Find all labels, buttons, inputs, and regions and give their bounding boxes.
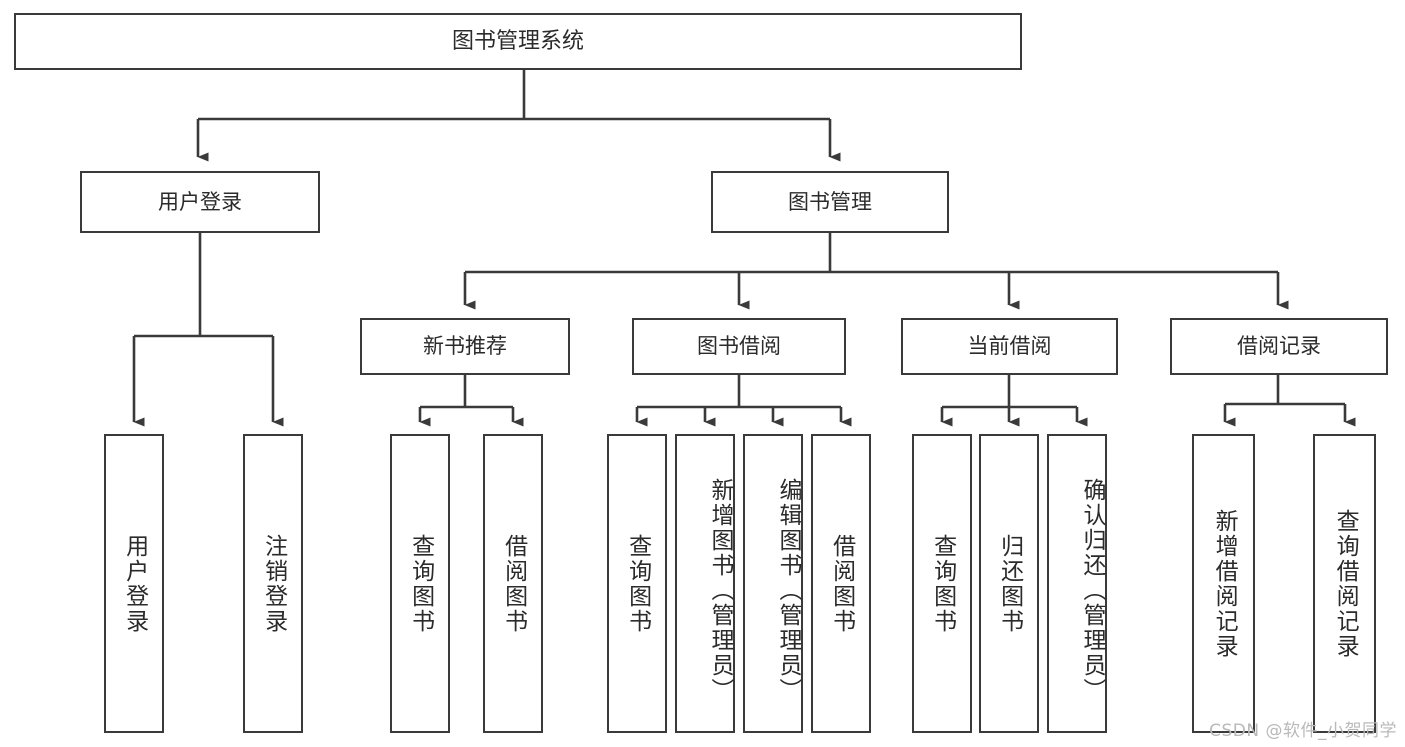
leaf-book-borrow-edit[interactable]: 编辑图书（管理员）	[743, 434, 803, 733]
leaf-book-borrow-query[interactable]: 查询图书	[607, 434, 667, 733]
leaf-book-borrow-borrow[interactable]: 借阅图书	[811, 434, 871, 733]
node-new-book-recommend[interactable]: 新书推荐	[360, 318, 570, 375]
node-book-borrow[interactable]: 图书借阅	[632, 318, 846, 375]
node-root-system[interactable]: 图书管理系统	[14, 13, 1022, 70]
leaf-user-login-logout[interactable]: 注销登录	[243, 434, 303, 733]
leaf-borrow-record-query[interactable]: 查询借阅记录	[1313, 434, 1376, 733]
leaf-book-borrow-add[interactable]: 新增图书（管理员）	[675, 434, 735, 733]
leaf-new-book-query[interactable]: 查询图书	[390, 434, 450, 733]
leaf-user-login-login[interactable]: 用户登录	[104, 434, 164, 733]
leaf-new-book-borrow[interactable]: 借阅图书	[483, 434, 543, 733]
node-current-borrow[interactable]: 当前借阅	[901, 318, 1118, 375]
node-book-management[interactable]: 图书管理	[711, 171, 949, 233]
leaf-current-borrow-confirm-return[interactable]: 确认归还（管理员）	[1047, 434, 1107, 733]
leaf-current-borrow-return[interactable]: 归还图书	[979, 434, 1039, 733]
leaf-borrow-record-add[interactable]: 新增借阅记录	[1192, 434, 1255, 733]
node-user-login[interactable]: 用户登录	[80, 171, 320, 233]
leaf-current-borrow-query[interactable]: 查询图书	[912, 434, 972, 733]
node-borrow-record[interactable]: 借阅记录	[1170, 318, 1388, 375]
